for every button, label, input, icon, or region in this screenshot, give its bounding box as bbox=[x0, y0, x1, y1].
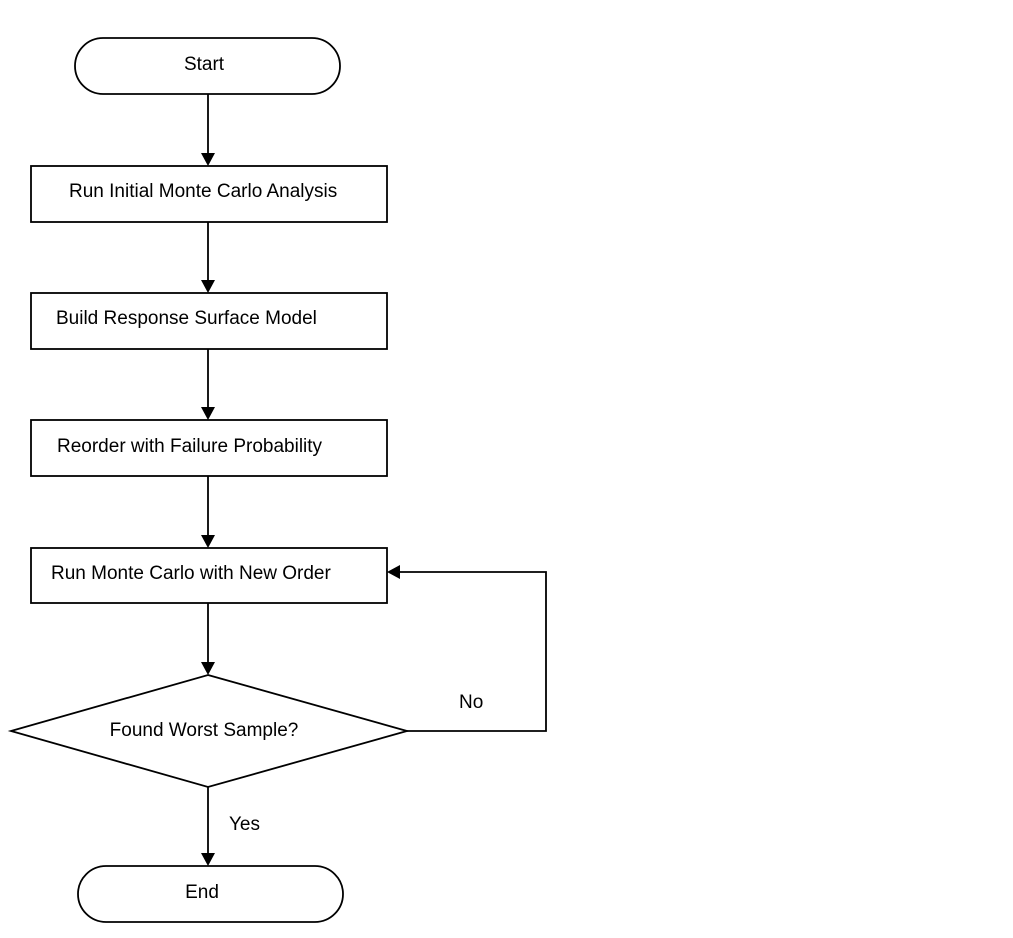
run-mc-new-process-box bbox=[30, 547, 388, 604]
node-end: End bbox=[77, 865, 344, 923]
reorder-process-box bbox=[30, 419, 388, 477]
node-start: Start bbox=[74, 37, 341, 95]
decision-label: Found Worst Sample? bbox=[110, 720, 299, 741]
edge-build-rsm-to-reorder bbox=[201, 349, 215, 420]
edge-decision-yes-to-end: Yes bbox=[201, 787, 260, 866]
run-mc-new-label: Run Monte Carlo with New Order bbox=[51, 563, 331, 584]
node-initial-monte-carlo: Run Initial Monte Carlo Analysis bbox=[30, 165, 388, 223]
node-reorder-failure-probability: Reorder with Failure Probability bbox=[30, 419, 388, 477]
initial-mc-process-box bbox=[30, 165, 388, 223]
arrowhead-down-icon bbox=[201, 153, 215, 166]
node-decision-found-worst-sample: Found Worst Sample? bbox=[7, 674, 411, 788]
reorder-label: Reorder with Failure Probability bbox=[57, 436, 323, 457]
edge-run-mc-new-to-decision bbox=[201, 603, 215, 675]
start-label: Start bbox=[184, 54, 225, 75]
initial-mc-label: Run Initial Monte Carlo Analysis bbox=[69, 181, 337, 202]
edge-yes-label: Yes bbox=[229, 814, 260, 835]
node-run-monte-carlo-new-order: Run Monte Carlo with New Order bbox=[30, 547, 388, 604]
end-label: End bbox=[185, 882, 219, 903]
edge-reorder-to-run-mc-new bbox=[201, 476, 215, 548]
build-rsm-process-box bbox=[30, 292, 388, 350]
edge-no-label: No bbox=[459, 692, 483, 713]
arrowhead-left-icon bbox=[387, 565, 400, 579]
end-terminator-shape bbox=[77, 865, 344, 923]
arrowhead-down-icon bbox=[201, 280, 215, 293]
edge-decision-no-loop: No bbox=[387, 565, 547, 732]
arrowhead-down-icon bbox=[201, 853, 215, 866]
build-rsm-label: Build Response Surface Model bbox=[56, 308, 317, 329]
node-build-response-surface: Build Response Surface Model bbox=[30, 292, 388, 350]
edge-initial-mc-to-build-rsm bbox=[201, 222, 215, 293]
arrowhead-down-icon bbox=[201, 407, 215, 420]
arrowhead-down-icon bbox=[201, 535, 215, 548]
arrowhead-down-icon bbox=[201, 662, 215, 675]
edge-start-to-initial-mc bbox=[201, 94, 215, 166]
